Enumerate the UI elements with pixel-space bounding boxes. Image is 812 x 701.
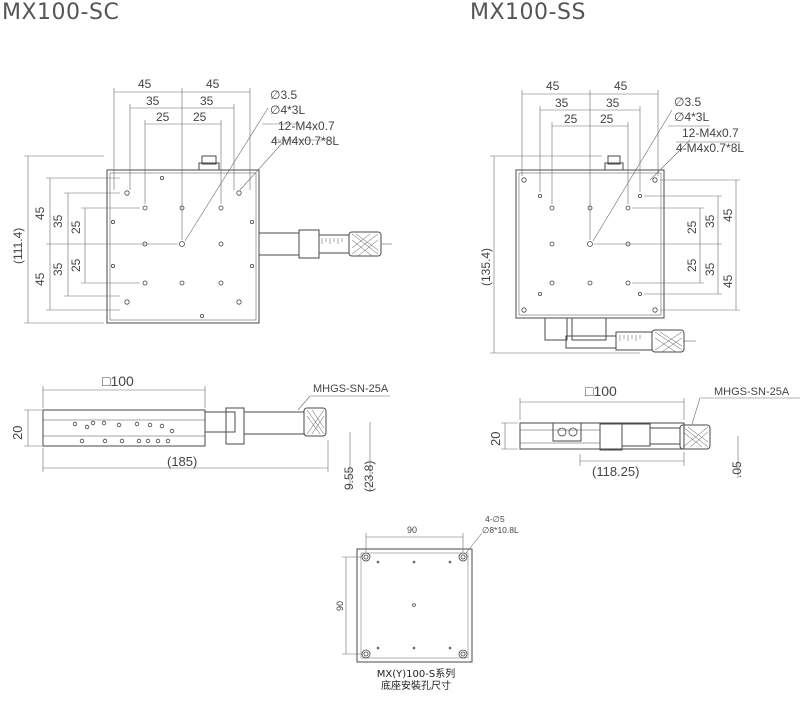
base-view: 90 90 4-∅5 ∅8*10.8L xyxy=(335,514,519,663)
ss-dim-top-45-left: 45 xyxy=(546,79,560,93)
ss-note-4-m4-8l: 4-M4x0.7*8L xyxy=(676,141,744,155)
ss-dim-left-135-4: (135.4) xyxy=(479,248,493,286)
sc-side-height: 20 xyxy=(10,426,25,440)
sc-dim-left-45-upper: 45 xyxy=(33,206,47,220)
ss-dim-right-45-upper: 45 xyxy=(721,208,735,222)
ss-note-dia-4-3l: ∅4*3L xyxy=(674,110,709,124)
base-caption-line1: MX(Y)100-S系列 xyxy=(376,669,456,680)
sc-micrometer-sleeve xyxy=(318,234,350,254)
ss-side-size-label: □100 xyxy=(585,383,617,399)
sc-dim-left-35-upper: 35 xyxy=(51,214,65,228)
sc-dim-left-45-lower: 45 xyxy=(33,272,47,286)
sc-dim-top-45-left: 45 xyxy=(138,77,152,91)
ss-side-length: (118.25) xyxy=(592,464,639,479)
ss-micrometer-housing xyxy=(565,335,617,349)
sc-side-mount xyxy=(204,411,236,433)
ss-dim-right-35-upper: 35 xyxy=(703,214,717,228)
ss-dim-right-25-lower: 25 xyxy=(685,258,699,272)
sc-dim-left-35-lower: 35 xyxy=(51,262,65,276)
ss-dim-top-35-left: 35 xyxy=(555,96,569,110)
ss-side-barrel xyxy=(649,427,681,445)
base-dim-width: 90 xyxy=(407,525,417,535)
base-plate xyxy=(356,548,473,663)
sc-top-view: 45 45 35 35 25 25 ∅3.5 ∅4*3L 12-M4x0.7 4… xyxy=(11,77,392,324)
sc-micrometer-collar xyxy=(298,229,320,259)
ss-side-body xyxy=(519,422,685,450)
base-caption-line2: 底座安裝孔尺寸 xyxy=(381,681,451,692)
ss-bracket xyxy=(571,317,607,341)
sc-dim-top-25-right: 25 xyxy=(193,110,207,124)
ss-side-height: 20 xyxy=(488,432,503,446)
ss-side-view: □100 MHGS-SN-25A 20 (118.25) .05 xyxy=(488,383,800,479)
ss-lock-base xyxy=(604,162,624,171)
ss-side-block xyxy=(552,422,582,442)
sc-lock-knob xyxy=(201,155,217,165)
sc-note-dia-4-3l: ∅4*3L xyxy=(270,103,305,117)
ss-lock-knob xyxy=(607,155,621,165)
sc-side-size-label: □100 xyxy=(102,373,134,389)
title-mx100-sc: MX100-SC xyxy=(2,0,120,25)
ss-side-micrometer-label: MHGS-SN-25A xyxy=(714,386,790,398)
sc-note-12-m4: 12-M4x0.7 xyxy=(278,119,335,133)
base-note-dia-8-10-8l: ∅8*10.8L xyxy=(482,525,519,535)
sc-micrometer-housing xyxy=(258,232,300,256)
ss-dim-top-25-left: 25 xyxy=(564,112,578,126)
sc-dim-top-25-left: 25 xyxy=(156,110,170,124)
base-dim-height: 90 xyxy=(335,601,345,611)
sc-side-sleeve xyxy=(243,411,305,435)
ss-dim-right-35-lower: 35 xyxy=(703,262,717,276)
sc-note-4-m4-8l: 4-M4x0.7*8L xyxy=(271,134,339,148)
ss-top-view: 45 45 35 35 25 25 ∅3.5 ∅4*3L 12-M4x0.7 4… xyxy=(479,79,744,354)
ss-dim-top-45-right: 45 xyxy=(614,79,628,93)
ss-dim-top-35-right: 35 xyxy=(606,96,620,110)
base-caption: MX(Y)100-S系列 底座安裝孔尺寸 xyxy=(354,669,478,693)
sc-side-thimble xyxy=(303,407,327,437)
ss-side-bracket xyxy=(599,423,623,451)
sc-side-d2: (23.8) xyxy=(362,461,376,492)
sc-side-view: □100 MHGS-SN-25A 20 (185) 9.55 (23.8) xyxy=(10,373,390,492)
sc-stage-inner xyxy=(109,172,257,321)
ss-dim-right-45-lower: 45 xyxy=(721,274,735,288)
ss-bracket-left xyxy=(544,317,568,341)
sc-dim-top-35-right: 35 xyxy=(200,94,214,108)
sc-note-dia-3-5: ∅3.5 xyxy=(270,88,297,102)
sc-side-length: (185) xyxy=(167,454,197,469)
title-mx100-ss: MX100-SS xyxy=(470,0,586,25)
ss-dim-right-25-upper: 25 xyxy=(685,220,699,234)
ss-side-d1: .05 xyxy=(730,461,744,478)
sc-dim-left-25-upper: 25 xyxy=(69,220,83,234)
base-note-4-dia-5: 4-∅5 xyxy=(485,514,505,524)
sc-dim-top-45-right: 45 xyxy=(206,77,220,91)
sc-lock-base xyxy=(198,162,220,171)
sc-dim-left-25-lower: 25 xyxy=(69,258,83,272)
sc-dim-top-35-left: 35 xyxy=(146,94,160,108)
sc-side-micrometer-label: MHGS-SN-25A xyxy=(313,383,389,395)
ss-note-dia-3-5: ∅3.5 xyxy=(674,95,701,109)
ss-note-12-m4: 12-M4x0.7 xyxy=(682,126,739,140)
base-plate-inner xyxy=(360,552,469,659)
ss-micrometer-sleeve xyxy=(615,331,653,351)
ss-side-thimble xyxy=(679,424,711,450)
sc-dim-left-111-4: (111.4) xyxy=(11,228,25,264)
ss-side-sleeve xyxy=(621,423,651,447)
ss-dim-top-25-right: 25 xyxy=(600,112,614,126)
sc-side-d1: 9.55 xyxy=(342,466,356,490)
